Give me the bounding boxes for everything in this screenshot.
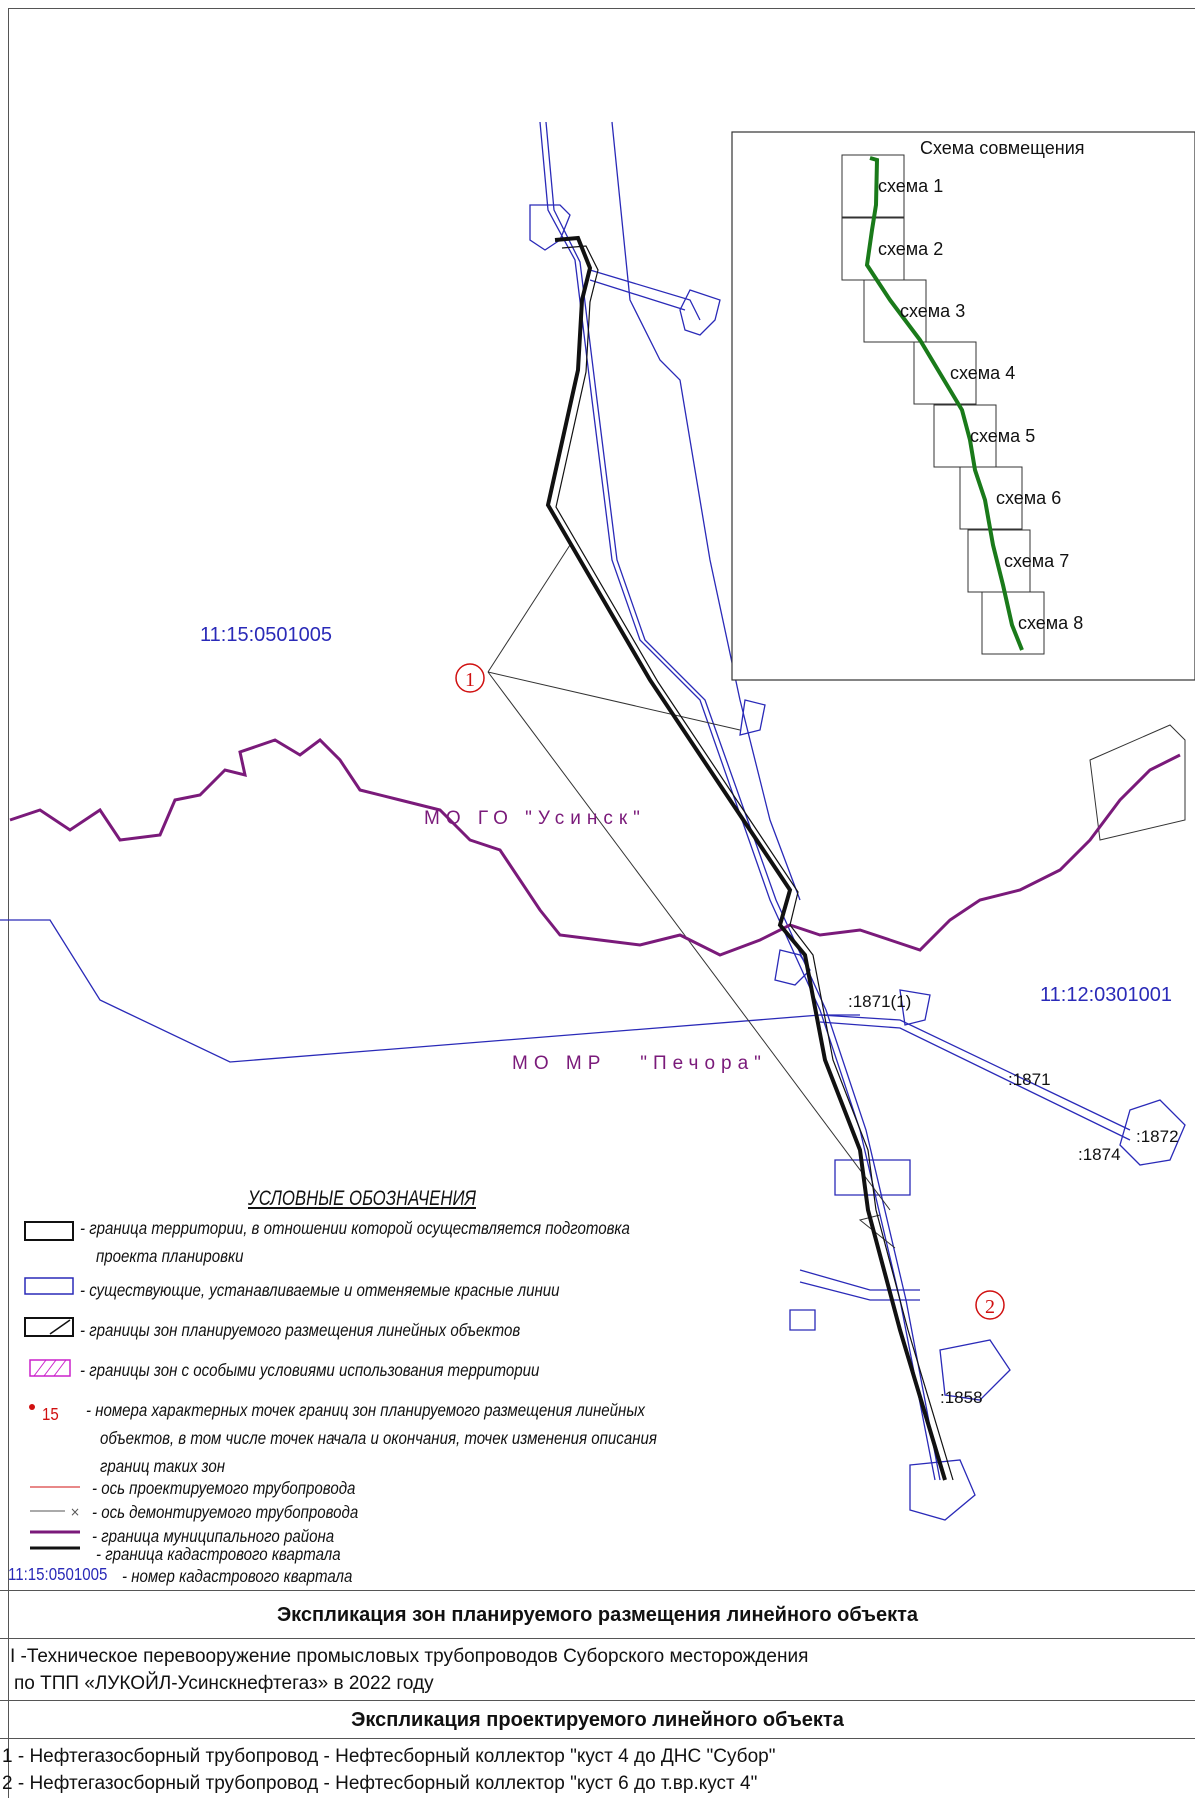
legend-symbols: × bbox=[24, 1221, 80, 1550]
legend-zone-symbol bbox=[24, 1317, 74, 1337]
svg-text:2: 2 bbox=[985, 1296, 995, 1318]
zones-explication-body: I -Техническое перевооружение промысловы… bbox=[0, 1638, 1195, 1698]
parcel-label: :1858 bbox=[940, 1388, 983, 1407]
scheme-sheet-label: схема 7 bbox=[1004, 551, 1069, 571]
legend-point-number: 15 bbox=[42, 1404, 59, 1424]
map-canvas: Схема совмещения схема 1 схема 2 схема 3 сх… bbox=[0, 121, 1195, 1521]
objects-explication-header: Экспликация проектируемого линейного объ… bbox=[0, 1700, 1195, 1738]
scheme-sheet-label: схема 5 bbox=[970, 426, 1035, 446]
zones-text-line-1: I -Техническое перевооружение промысловы… bbox=[10, 1646, 809, 1667]
legend-item: объектов, в том числе точек начала и око… bbox=[100, 1428, 657, 1448]
legend-item: - ось проектируемого трубопровода bbox=[92, 1478, 356, 1498]
legend-item: проекта планировки bbox=[96, 1246, 244, 1266]
legend-item: - существующие, устанавливаемые и отменя… bbox=[80, 1280, 560, 1300]
object-item: 2 - Нефтегазосборный трубопровод - Нефте… bbox=[2, 1773, 758, 1794]
scheme-title: Схема совмещения bbox=[920, 138, 1085, 158]
svg-text:1: 1 bbox=[465, 669, 475, 691]
scheme-sheet-frame bbox=[863, 279, 927, 343]
drawing-sheet bbox=[8, 8, 1195, 1798]
parcel-label: :1871 bbox=[1008, 1070, 1051, 1089]
objects-explication-body: 1 - Нефтегазосборный трубопровод - Нефте… bbox=[0, 1738, 1195, 1798]
legend-item: - граница кадастрового квартала bbox=[96, 1544, 341, 1564]
cadastral-quarter-label: 11:12:0301001 bbox=[1040, 984, 1172, 1006]
scheme-sheet-label: схема 4 bbox=[950, 363, 1015, 383]
svg-text:×: × bbox=[70, 1505, 80, 1519]
legend-item: - номера характерных точек границ зон пл… bbox=[86, 1400, 645, 1420]
legend-item: - граница территории, в отношении которо… bbox=[80, 1218, 630, 1238]
municipal-label: МО МР "Печора" bbox=[512, 1053, 767, 1074]
scheme-sheet-label: схема 8 bbox=[1018, 613, 1083, 633]
legend-title: УСЛОВНЫЕ ОБОЗНАЧЕНИЯ bbox=[248, 1187, 476, 1210]
scheme-sheet-label: схема 3 bbox=[900, 301, 965, 321]
scheme-sheet-frame bbox=[981, 591, 1045, 655]
legend-point-symbol bbox=[29, 1404, 35, 1410]
planned-pipeline bbox=[545, 235, 947, 1481]
legend-item: - границы зон планируемого размещения ли… bbox=[80, 1320, 521, 1340]
scheme-sheet-label: схема 6 bbox=[996, 488, 1061, 508]
legend-special-zone-symbol bbox=[29, 1359, 71, 1377]
zones-explication-header: Экспликация зон планируемого размещения … bbox=[0, 1590, 1195, 1638]
zone-marker-1: 1 bbox=[455, 663, 485, 693]
legend-red-lines-symbol bbox=[24, 1277, 74, 1295]
legend-item: - граница муниципального района bbox=[92, 1526, 335, 1546]
municipal-boundary bbox=[9, 738, 1181, 957]
legend-item: - ось демонтируемого трубопровода bbox=[92, 1502, 359, 1522]
parcel-label: :1872 bbox=[1136, 1127, 1179, 1146]
parcel-label: :1871(1) bbox=[848, 992, 911, 1011]
legend-cadastral-number: 11:15:0501005 bbox=[8, 1564, 108, 1584]
legend-item: - границы зон с особыми условиями исполь… bbox=[80, 1360, 540, 1380]
scheme-inset: Схема совмещения схема 1 схема 2 схема 3 сх… bbox=[731, 131, 1195, 681]
scheme-route bbox=[864, 156, 1024, 651]
legend-item: границ таких зон bbox=[100, 1456, 226, 1476]
zones-text-line-2: по ТПП «ЛУКОЙЛ-Усинскнефтегаз» в 2022 го… bbox=[14, 1673, 434, 1694]
scheme-sheet-label: схема 2 bbox=[878, 239, 943, 259]
planned-pipeline-outline bbox=[555, 245, 954, 1481]
object-item: 1 - Нефтегазосборный трубопровод - Нефте… bbox=[2, 1746, 776, 1767]
legend-planning-boundary-symbol bbox=[24, 1221, 74, 1241]
municipal-label: МО ГО "Усинск" bbox=[424, 808, 646, 829]
scheme-sheet-frame bbox=[913, 341, 977, 405]
zone-marker-2: 2 bbox=[975, 1290, 1005, 1320]
scheme-sheet-label: схема 1 bbox=[878, 176, 943, 196]
cadastral-quarter-label: 11:15:0501005 bbox=[200, 624, 332, 646]
legend-item: - номер кадастрового квартала bbox=[122, 1566, 353, 1586]
parcel-label: :1874 bbox=[1078, 1145, 1121, 1164]
